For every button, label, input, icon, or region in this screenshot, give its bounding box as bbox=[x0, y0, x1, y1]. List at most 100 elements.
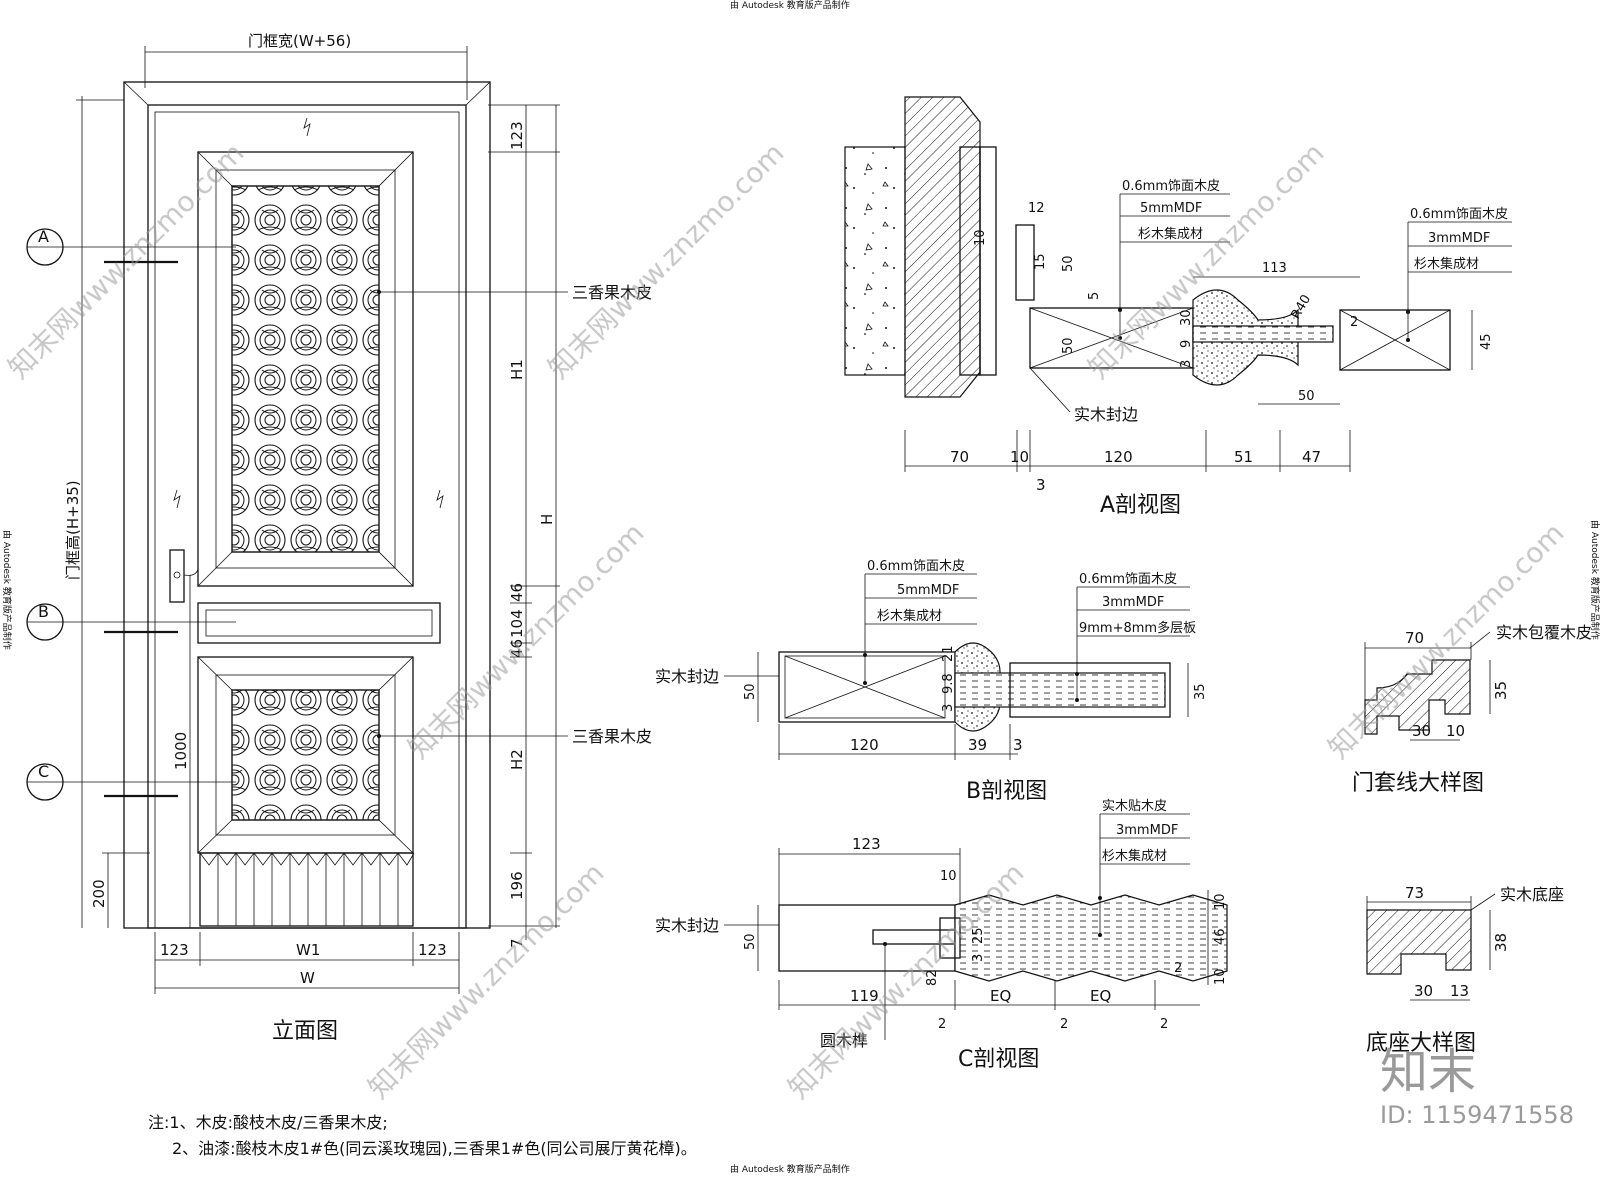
b-solid-edge-label: 实木封边 bbox=[655, 667, 719, 686]
a-dim-51: 51 bbox=[1234, 448, 1253, 466]
a-dim-10b: 10 bbox=[1010, 448, 1029, 466]
c-dim-82: 82 bbox=[925, 969, 940, 986]
b-dim-3a: 3 bbox=[941, 704, 956, 712]
c-dowel-label: 圆木榫 bbox=[820, 1031, 868, 1050]
c-dim-2b: 2 bbox=[1060, 1017, 1068, 1032]
c-dim-119: 119 bbox=[850, 987, 879, 1005]
a-dim-30: 30 bbox=[1179, 309, 1194, 326]
b-stack1-core: 杉木集成材 bbox=[877, 608, 942, 624]
dim-h2: H2 bbox=[508, 749, 526, 770]
casing-dim-10: 10 bbox=[1446, 722, 1465, 740]
a-stack2-veneer: 0.6mm饰面木皮 bbox=[1410, 207, 1508, 222]
dim-7: 7 bbox=[508, 938, 526, 948]
base-detail: 73 38 30 13 实木底座 底座大样图 bbox=[1366, 884, 1564, 1056]
b-stack1-veneer: 0.6mm饰面木皮 bbox=[867, 559, 965, 574]
a-dim-47: 47 bbox=[1302, 448, 1321, 466]
a-dim-3: 3 bbox=[1179, 360, 1194, 368]
dim-46-b: 46 bbox=[508, 639, 526, 658]
a-stack1-core: 杉木集成材 bbox=[1138, 226, 1203, 242]
base-profile bbox=[1366, 909, 1472, 975]
svg-text:A: A bbox=[38, 227, 49, 246]
a-stack1-mdf: 5mmMDF bbox=[1140, 201, 1202, 216]
a-stack1-veneer: 0.6mm饰面木皮 bbox=[1122, 179, 1220, 194]
b-dim-98: 9.8 bbox=[941, 673, 956, 694]
lower-veneer-panel bbox=[231, 689, 380, 821]
c-stack-mdf: 3mmMDF bbox=[1116, 823, 1178, 838]
b-stack1-mdf: 5mmMDF bbox=[897, 583, 959, 598]
door-handle bbox=[169, 549, 185, 603]
casing-dim-35: 35 bbox=[1492, 681, 1510, 700]
b-dim-35: 35 bbox=[1193, 683, 1208, 700]
a-dim-45: 45 bbox=[1479, 333, 1494, 350]
section-b-title: B剖视图 bbox=[966, 779, 1047, 804]
watermark-brand: 知末 bbox=[1380, 1044, 1476, 1100]
dim-stile-right: 123 bbox=[418, 941, 447, 959]
section-c-title: C剖视图 bbox=[958, 1047, 1039, 1072]
casing-detail: 70 35 30 10 实木包覆木皮 门套线大样图 bbox=[1352, 623, 1592, 796]
swing-arrow-left bbox=[173, 489, 181, 509]
dim-h1: H1 bbox=[508, 359, 526, 380]
a-dim-50: 50 bbox=[1061, 337, 1076, 354]
upper-veneer-panel bbox=[231, 185, 380, 553]
notes-line-2: 2、油漆:酸枝木皮1#色(同云溪玫瑰园),三香果1#色(同公司展厅黄花樟)。 bbox=[172, 1139, 697, 1158]
dim-200: 200 bbox=[90, 879, 108, 908]
dim-top-rail: 123 bbox=[508, 121, 526, 150]
c-dim-3: 3 bbox=[971, 954, 986, 962]
a-dim-r40: R40 bbox=[1288, 292, 1314, 322]
c-dim-25: 25 bbox=[971, 927, 986, 944]
marker-a: A bbox=[26, 227, 236, 266]
a-dim-9: 9 bbox=[1179, 340, 1194, 348]
door-leaf bbox=[154, 111, 460, 929]
veneer-label-lower: 三香果木皮 bbox=[572, 727, 652, 746]
panel-b bbox=[954, 672, 1166, 708]
base-dim-13: 13 bbox=[1450, 982, 1469, 1000]
a-dim-50-top: 50 bbox=[1061, 255, 1076, 272]
c-stack-core: 杉木集成材 bbox=[1102, 848, 1167, 864]
a-dim-10: 10 bbox=[973, 229, 988, 246]
c-dim-2d: 2 bbox=[1174, 961, 1182, 976]
c-dim-eq2: EQ bbox=[1090, 987, 1111, 1005]
bottom-notice: 由 Autodesk 教育版产品制作 bbox=[730, 1163, 850, 1175]
panel-core-a bbox=[1339, 309, 1451, 371]
c-stack-veneer: 实木贴木皮 bbox=[1102, 799, 1167, 814]
marker-b: B bbox=[26, 602, 236, 641]
base-label: 实木底座 bbox=[1500, 885, 1564, 904]
frame-casing-a bbox=[904, 96, 981, 398]
c-dim-50: 50 bbox=[743, 933, 758, 950]
side-notice-right: 由 Autodesk 教育版产品制作 bbox=[1589, 520, 1600, 640]
a-dim-2: 2 bbox=[1350, 315, 1358, 330]
casing-title: 门套线大样图 bbox=[1352, 771, 1484, 796]
b-dim-21: 21 bbox=[941, 645, 956, 662]
a-dim-50-bottom: 50 bbox=[1298, 389, 1315, 404]
b-stack2-veneer: 0.6mm饰面木皮 bbox=[1079, 572, 1177, 587]
elevation-title: 立面图 bbox=[272, 1019, 338, 1044]
c-dim-10a: 10 bbox=[1213, 893, 1228, 910]
watermark-site-1: 知末网www.znzmo.com bbox=[2, 136, 251, 385]
c-dim-10: 10 bbox=[940, 869, 957, 884]
b-dim-50: 50 bbox=[743, 683, 758, 700]
wall-concrete bbox=[844, 146, 906, 376]
swing-arrow-top bbox=[303, 117, 311, 137]
svg-text:B: B bbox=[38, 602, 49, 621]
casing-profile bbox=[1364, 659, 1471, 735]
dim-46-a: 46 bbox=[508, 583, 526, 602]
a-solid-edge-label: 实木封边 bbox=[1074, 405, 1138, 424]
section-c: 实木贴木皮 3mmMDF 杉木集成材 123 10 实木封边 50 25 3 8… bbox=[655, 799, 1228, 1072]
a-stack2-mdf: 3mmMDF bbox=[1428, 231, 1490, 246]
section-a-title: A剖视图 bbox=[1100, 493, 1181, 518]
watermark-site-2: 知末网www.znzmo.com bbox=[542, 136, 791, 385]
c-solid-edge-label: 实木封边 bbox=[655, 916, 719, 935]
a-stack2-core: 杉木集成材 bbox=[1414, 256, 1479, 272]
dim-w1: W1 bbox=[296, 941, 320, 959]
dim-104: 104 bbox=[508, 609, 526, 638]
elevation-view: A B C 三香果木皮 三香果木皮 门框宽(W+56) bbox=[26, 32, 652, 1044]
b-dim-39: 39 bbox=[968, 736, 987, 754]
base-dim-38: 38 bbox=[1492, 933, 1510, 952]
c-dim-2a: 2 bbox=[938, 1017, 946, 1032]
frame-height-label: 门框高(H+35) bbox=[64, 480, 82, 580]
dim-stile-left: 123 bbox=[160, 941, 189, 959]
base-title: 底座大样图 bbox=[1366, 1031, 1476, 1056]
notes-line-1: 注:1、木皮:酸枝木皮/三香果木皮; bbox=[148, 1113, 388, 1132]
b-dim-3b: 3 bbox=[1013, 736, 1023, 754]
